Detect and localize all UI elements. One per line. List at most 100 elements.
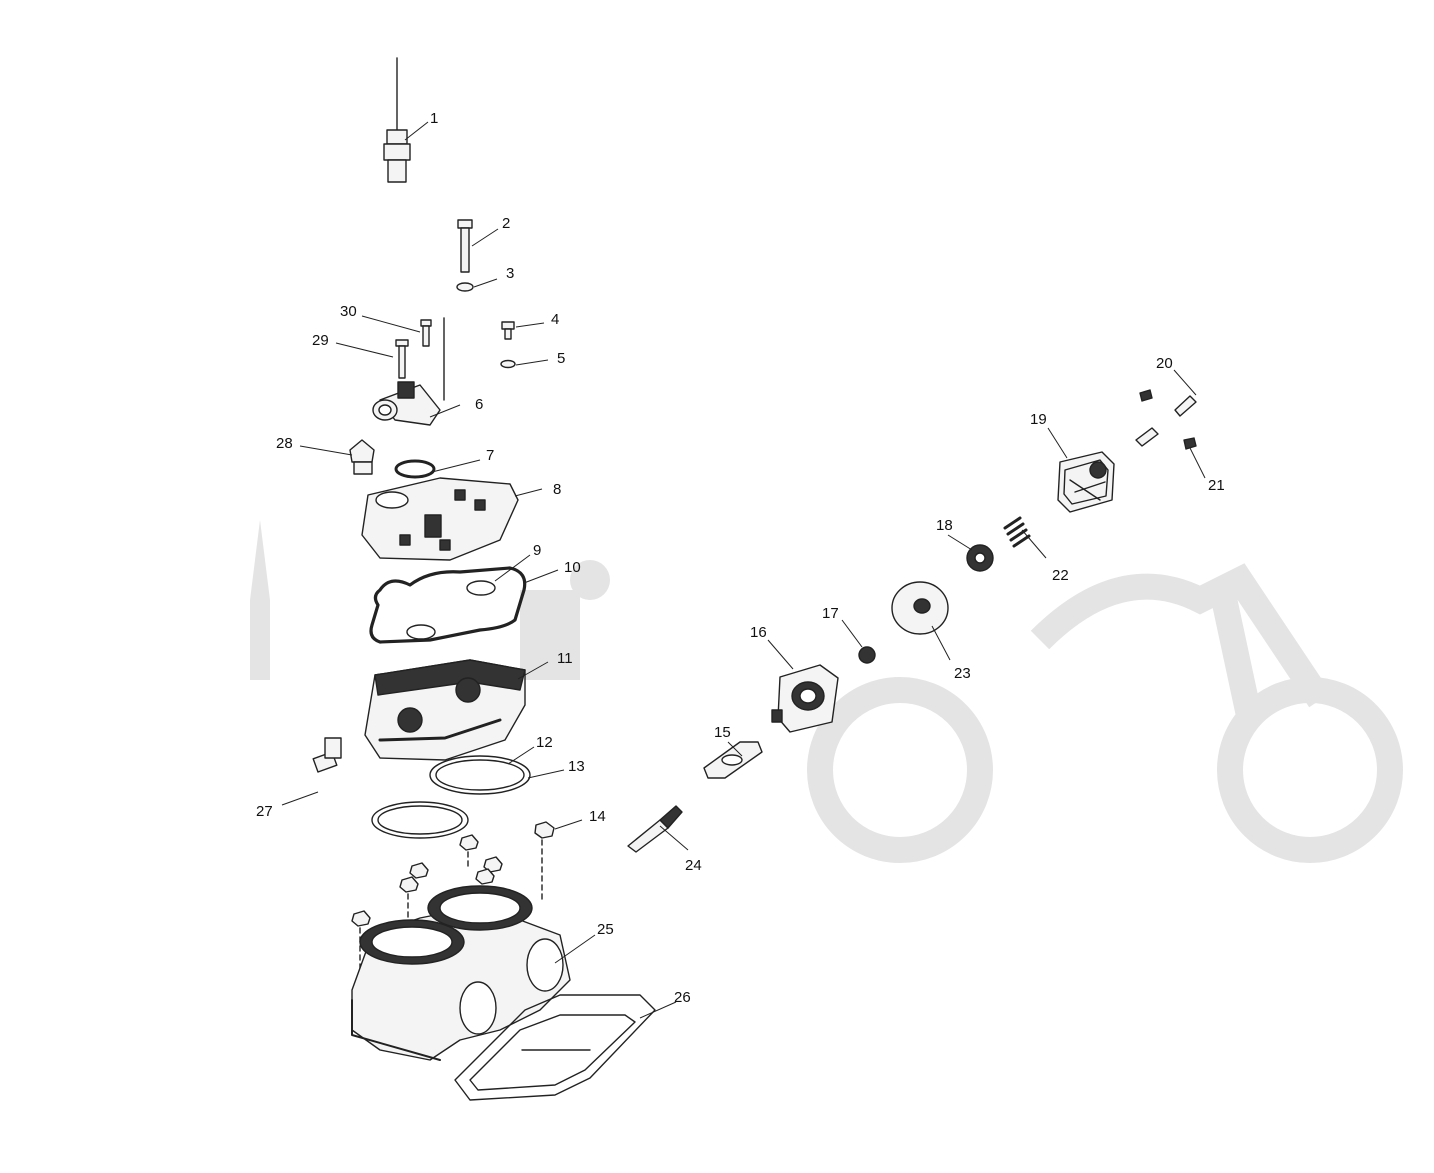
watermark-front-wheel xyxy=(807,677,993,863)
leader-12 xyxy=(507,746,535,765)
callout-30: 30 xyxy=(340,303,357,320)
leader-26 xyxy=(639,1001,677,1019)
part-plate-15 xyxy=(703,741,763,779)
callout-18: 18 xyxy=(936,517,953,534)
leader-5 xyxy=(515,359,549,366)
part-spring xyxy=(1003,516,1031,548)
leader-22 xyxy=(1021,529,1047,559)
leader-18 xyxy=(947,534,973,551)
part-gasket-13-inner xyxy=(377,805,463,835)
part-thermostat xyxy=(349,439,375,475)
watermark-fork xyxy=(1207,577,1263,723)
part-elbow-fitting xyxy=(312,737,342,773)
part-gear-small xyxy=(858,646,876,664)
leader-28 xyxy=(299,445,353,456)
watermark-spire xyxy=(250,520,270,600)
watermark-skyline-icon xyxy=(250,520,610,680)
leader-9 xyxy=(494,554,531,582)
callout-12: 12 xyxy=(536,734,553,751)
leader-16 xyxy=(767,639,794,670)
part-water-outlet xyxy=(372,381,441,426)
leader-23 xyxy=(931,625,951,661)
watermark-building xyxy=(520,590,580,680)
part-screws xyxy=(1135,389,1197,450)
watermark-motorcycle-icon xyxy=(807,563,1403,863)
part-o-ring xyxy=(394,459,436,479)
part-small-washer xyxy=(500,359,516,369)
callout-8: 8 xyxy=(553,481,562,498)
leader-30 xyxy=(361,315,421,333)
callout-9: 9 xyxy=(533,542,542,559)
callout-23: 23 xyxy=(954,665,971,682)
callout-11: 11 xyxy=(557,650,573,667)
leader-13 xyxy=(527,769,565,779)
callout-28: 28 xyxy=(276,435,293,452)
watermark-logo xyxy=(250,520,1403,863)
part-probe-24 xyxy=(627,805,683,853)
part-head-gasket xyxy=(369,566,527,644)
callout-7: 7 xyxy=(486,447,495,464)
callout-10: 10 xyxy=(564,559,581,576)
part-impeller xyxy=(891,581,949,635)
callout-19: 19 xyxy=(1030,411,1047,428)
part-washer xyxy=(456,282,474,292)
leader-24 xyxy=(659,825,689,851)
part-sensor xyxy=(383,57,411,183)
part-small-bolt xyxy=(501,321,515,340)
leader-27 xyxy=(281,791,319,806)
part-pump-housing xyxy=(771,664,839,733)
callout-21: 21 xyxy=(1208,477,1225,494)
leader-6 xyxy=(429,404,461,418)
leader-3 xyxy=(473,278,498,288)
callout-1: 1 xyxy=(430,110,439,127)
callout-leaders xyxy=(281,121,1206,1019)
leader-19 xyxy=(1047,427,1068,459)
callout-13: 13 xyxy=(568,758,585,775)
part-gasket-12-inner xyxy=(435,759,525,791)
watermark-tower xyxy=(250,600,270,680)
leader-20 xyxy=(1173,369,1197,396)
parts-group xyxy=(312,57,1197,1101)
callout-27: 27 xyxy=(256,803,273,820)
callout-26: 26 xyxy=(674,989,691,1006)
leader-7 xyxy=(431,459,481,473)
leader-15 xyxy=(727,741,743,757)
leader-14 xyxy=(554,819,583,830)
leader-8 xyxy=(514,488,543,497)
callout-2: 2 xyxy=(502,215,511,232)
part-head-cover xyxy=(361,477,519,561)
part-long-bolt xyxy=(457,219,473,273)
leader-25 xyxy=(554,934,596,964)
callout-5: 5 xyxy=(557,350,566,367)
callout-29: 29 xyxy=(312,332,329,349)
callout-15: 15 xyxy=(714,724,731,741)
leader-1 xyxy=(404,121,429,141)
callout-14: 14 xyxy=(589,808,606,825)
part-pump-cover xyxy=(1057,451,1115,513)
part-nuts xyxy=(351,821,555,927)
callout-4: 4 xyxy=(551,311,560,328)
leader-11 xyxy=(517,661,549,680)
callout-17: 17 xyxy=(822,605,839,622)
leader-17 xyxy=(841,619,863,648)
callout-16: 16 xyxy=(750,624,767,641)
callout-25: 25 xyxy=(597,921,614,938)
part-gasket-13 xyxy=(371,801,469,839)
callout-20: 20 xyxy=(1156,355,1173,372)
leader-10 xyxy=(523,569,559,584)
part-gear-18 xyxy=(966,544,994,572)
part-bolt-30 xyxy=(420,319,432,347)
leader-21 xyxy=(1189,447,1206,479)
part-base-gasket xyxy=(454,994,656,1101)
leader-2 xyxy=(471,228,499,247)
callout-24: 24 xyxy=(685,857,702,874)
part-cylinder-head xyxy=(364,659,526,761)
leader-4 xyxy=(515,322,545,328)
callout-22: 22 xyxy=(1052,567,1069,584)
part-bolt-29 xyxy=(395,339,409,379)
callout-3: 3 xyxy=(506,265,515,282)
watermark-frame xyxy=(1030,563,1331,708)
callout-6: 6 xyxy=(475,396,484,413)
part-cylinder-block xyxy=(351,885,571,1061)
